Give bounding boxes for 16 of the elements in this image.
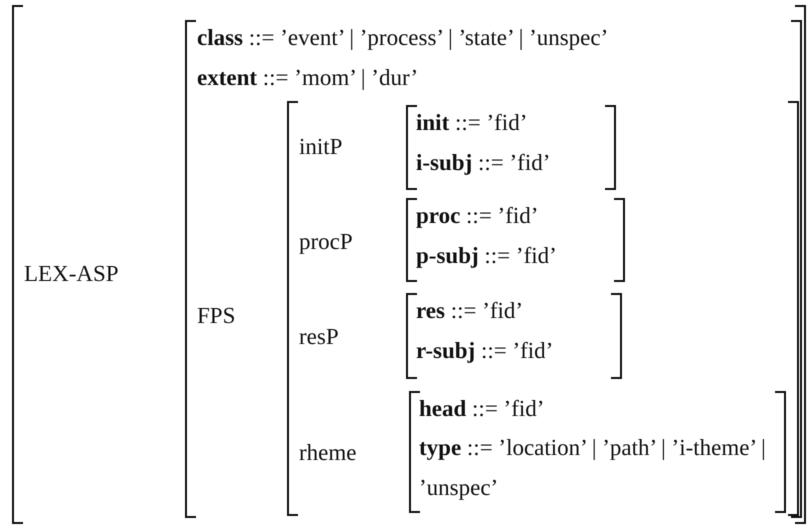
feature-label: initP (299, 133, 342, 161)
feature-definition: res ::= ’fid’ (416, 297, 524, 325)
feature-label: resP (299, 323, 339, 351)
feature-definition: i-subj ::= ’fid’ (416, 149, 550, 177)
feature-definition: class ::= ’event’ | ’process’ | ’state’ | ’unspec’ (197, 24, 608, 52)
feature-definition: init ::= ’fid’ (416, 109, 528, 137)
feature-definition: proc ::= ’fid’ (416, 202, 538, 230)
feature-definition: r-subj ::= ’fid’ (416, 337, 554, 365)
feature-label: procP (299, 228, 353, 256)
feature-name: FPS (197, 302, 236, 330)
feature-name: LEX-ASP (24, 260, 119, 288)
feature-definition: type ::= ’location’ | ’path’ | ’i-theme’ | ’unspec’ (419, 434, 767, 502)
feature-definition: head ::= ’fid’ (419, 395, 544, 423)
feature-definition: extent ::= ’mom’ | ’dur’ (197, 64, 418, 92)
feature-label: rheme (299, 439, 356, 467)
feature-definition: p-subj ::= ’fid’ (416, 242, 557, 270)
